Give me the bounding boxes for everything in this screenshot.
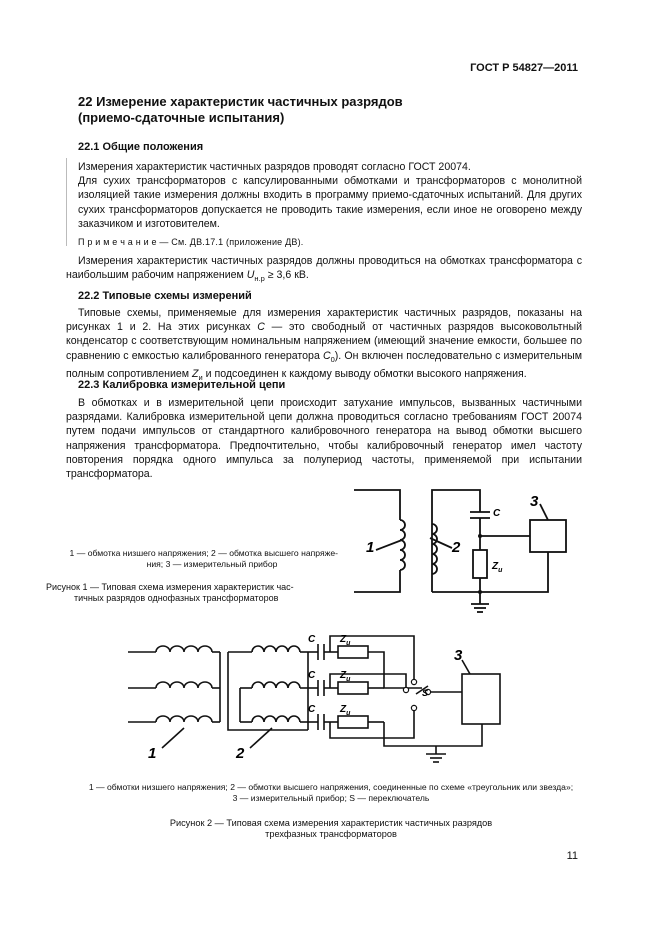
figure-2-legend: 1 — обмотки низшего напряжения; 2 — обмо…: [40, 782, 622, 804]
label-z-sub: и: [346, 676, 351, 683]
junction: [478, 590, 482, 594]
paragraph: Измерения характеристик частичных разряд…: [78, 161, 471, 173]
label-1: 1: [148, 745, 156, 762]
label-1: 1: [366, 539, 374, 556]
section-22-title-line2: (приемо-сдаточные испытания): [78, 110, 285, 125]
switch-blade: [415, 685, 429, 695]
wire-tap-b: [329, 673, 407, 688]
lv-lead-bottom: [354, 570, 401, 593]
measuring-instrument: [461, 673, 501, 725]
label-z-sub: и: [346, 640, 351, 647]
label-c: C: [308, 670, 316, 681]
leader-line: [429, 537, 453, 549]
leader-line: [249, 727, 273, 749]
leader-line: [161, 727, 185, 749]
symbol-Z: Z: [191, 367, 199, 380]
wire-tap-a: [329, 635, 415, 680]
label-z-main: Z: [339, 670, 347, 681]
label-z: Zи: [339, 670, 351, 683]
subsection-22-3-body: В обмотках и в измерительной цепи происх…: [66, 397, 582, 481]
subscript: н.р: [254, 274, 265, 284]
text: Типовые схемы, применяемые для измерения…: [66, 307, 582, 334]
caption-line: Рисунок 2 — Типовая схема измерения хара…: [169, 818, 493, 828]
hv-lead: [431, 489, 481, 592]
section-22-title: 22 Измерение характеристик частичных раз…: [78, 94, 578, 126]
label-c: C: [493, 508, 501, 519]
ground-bus: [383, 722, 483, 747]
hv-windings: [227, 645, 309, 731]
subsection-22-1-title: 22.1 Общие положения: [78, 141, 204, 153]
label-z-sub: и: [346, 710, 351, 717]
text: — это свободный от частичных разрядов вы…: [66, 321, 582, 362]
label-z-main: Z: [491, 561, 499, 572]
label-z: Zи: [491, 561, 503, 574]
label-2: 2: [235, 745, 245, 762]
leader-line: [375, 539, 403, 551]
paragraph-voltage: Измерения характеристик частичных разряд…: [66, 254, 582, 287]
leader-line: [539, 503, 549, 521]
figure-1-schematic: 1 2 3 C Zи: [354, 489, 567, 613]
caption-line: трехфазных трансформаторов: [265, 829, 397, 839]
switch-contact: [410, 678, 418, 686]
measuring-instrument: [529, 519, 567, 553]
lv-lead-top: [354, 489, 401, 520]
label-z-main: Z: [339, 704, 347, 715]
legend-line: 3 — измерительный прибор; S — переключат…: [232, 793, 430, 803]
switch-contact: [402, 686, 410, 694]
figure-1-legend: 1 — обмотка низшего напряжения; 2 — обмо…: [46, 548, 338, 570]
switch-contact: [424, 688, 432, 696]
symbol-C: C: [257, 321, 265, 334]
caption-line: Рисунок 1 — Типовая схема измерения хара…: [46, 582, 294, 592]
label-z: Zи: [339, 704, 351, 717]
subsection-22-2-body: Типовые схемы, применяемые для измерения…: [66, 306, 582, 385]
symbol-U: U: [246, 269, 255, 282]
phase-b-branch: [308, 680, 384, 696]
label-z-main: Z: [339, 634, 347, 645]
paragraph: Для сухих трансформаторов с капсулирован…: [78, 175, 582, 230]
impedance-zi: [472, 549, 488, 579]
subscript: 0: [330, 354, 335, 364]
text: ). Он включен последовательно с измерите…: [66, 349, 582, 380]
wire-tap-c: [329, 710, 415, 739]
label-2: 2: [451, 539, 461, 556]
legend-line: 1 — обмотки низшего напряжения; 2 — обмо…: [88, 782, 574, 792]
phase-c-branch: [308, 714, 384, 730]
legend-line: 1 — обмотка низшего напряжения; 2 — обмо…: [69, 548, 338, 558]
label-z-sub: и: [498, 567, 503, 574]
text: и подсоединен к каждому выводу обмотки в…: [202, 367, 527, 380]
lv-windings: [128, 645, 221, 723]
label-c: C: [308, 704, 316, 715]
section-22-title-line1: 22 Измерение характеристик частичных раз…: [78, 94, 403, 109]
caption-line: тичных разрядов однофазных трансформатор…: [74, 593, 279, 603]
subsection-22-2-title: 22.2 Типовые схемы измерений: [78, 290, 252, 302]
subscript: и: [198, 373, 203, 383]
subsection-22-1-body: Измерения характеристик частичных разряд…: [78, 160, 582, 247]
hv-winding-coil: [431, 523, 438, 575]
label-z: Zи: [339, 634, 351, 647]
figure-2-caption: Рисунок 2 — Типовая схема измерения хара…: [40, 818, 622, 840]
label-3: 3: [530, 493, 539, 510]
figure-1-caption: Рисунок 1 — Типовая схема измерения хара…: [46, 582, 338, 604]
junction: [478, 534, 482, 538]
label-s: S: [422, 688, 428, 698]
subsection-22-3-title: 22.3 Калибровка измерительной цепи: [78, 379, 286, 391]
change-bar: [66, 158, 67, 246]
label-c: C: [308, 634, 316, 645]
label-3: 3: [454, 647, 463, 664]
switch-contact: [410, 704, 418, 712]
text: ≥ 3,6 кВ.: [264, 269, 309, 282]
standard-header: ГОСТ Р 54827—2011: [470, 62, 578, 74]
phase-a-branch: [308, 644, 422, 689]
text: Измерения характеристик частичных разряд…: [66, 255, 582, 282]
lv-winding-coil: [399, 519, 406, 571]
page-number: 11: [566, 850, 578, 862]
figure-2-schematic: 1 2 3 C Zи C Zи C Zи S: [128, 634, 501, 763]
symbol-C0: C: [322, 349, 331, 362]
legend-line: ния; 3 — измерительный прибор: [146, 559, 278, 569]
leader-line: [461, 659, 471, 675]
note: П р и м е ч а н и е — См. ДВ.17.1 (прило…: [78, 237, 304, 248]
meter-ground-wire: [480, 552, 549, 593]
